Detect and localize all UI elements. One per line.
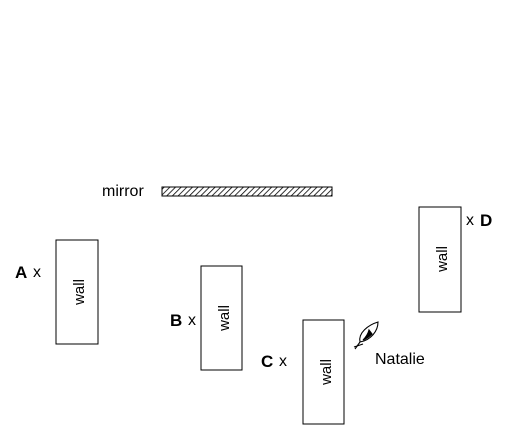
mirror-surface	[161, 186, 333, 197]
wall-c-rect	[302, 319, 345, 425]
mirror-label: mirror	[102, 183, 144, 200]
observer-natalie: Natalie	[353, 321, 425, 368]
wall-b: wall	[200, 265, 243, 371]
eye-icon	[353, 321, 379, 350]
point-c-letter: C	[261, 352, 273, 371]
point-a-letter: A	[15, 263, 27, 282]
wall-d-rect	[418, 206, 462, 313]
wall-d-label: wall	[434, 246, 451, 273]
point-b: B x	[170, 311, 196, 330]
point-a: A x	[15, 263, 41, 282]
wall-b-label: wall	[216, 305, 233, 332]
wall-c-label: wall	[318, 359, 335, 386]
wall-a-rect	[55, 239, 99, 345]
wall-c: wall	[302, 319, 345, 425]
wall-a-label: wall	[71, 279, 88, 306]
observer-name: Natalie	[375, 351, 425, 368]
point-c: C x	[261, 352, 287, 371]
point-d: x D	[466, 211, 492, 230]
point-a-mark: x	[33, 264, 41, 281]
point-c-mark: x	[279, 353, 287, 370]
point-b-mark: x	[188, 312, 196, 329]
wall-b-rect	[200, 265, 243, 371]
mirror: mirror	[102, 183, 333, 200]
point-b-letter: B	[170, 311, 182, 330]
wall-d: wall	[418, 206, 462, 313]
point-d-mark: x	[466, 212, 474, 229]
point-d-letter: D	[480, 211, 492, 230]
wall-a: wall	[55, 239, 99, 345]
